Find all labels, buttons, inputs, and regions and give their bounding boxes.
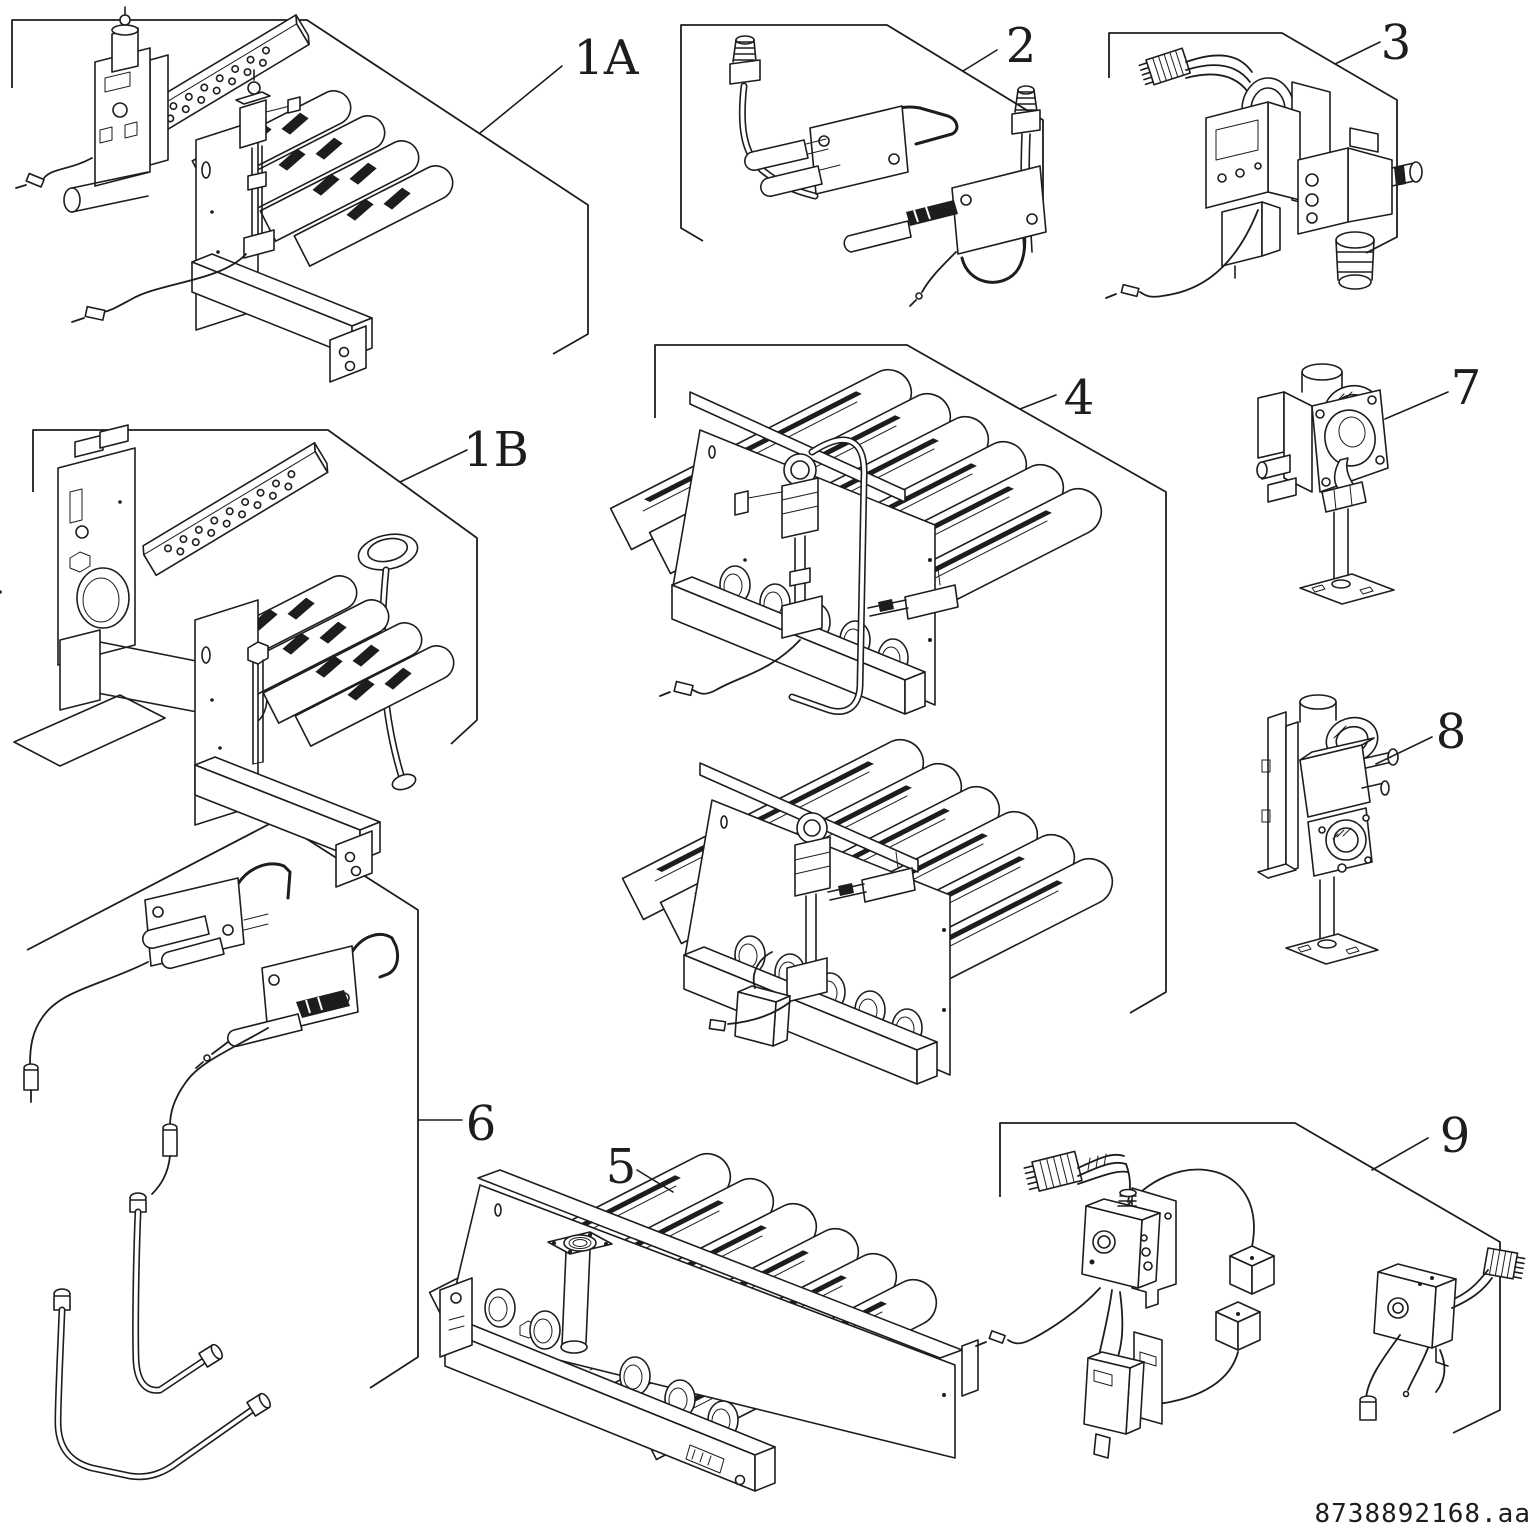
callout-leader-7 [1384, 391, 1449, 420]
group-9-frame [999, 1122, 1501, 1434]
part-1b-burner-group [194, 568, 461, 888]
callout-leader-1a [479, 65, 563, 134]
module-b [1373, 1263, 1457, 1367]
harness-connector-left-icon [1023, 1150, 1083, 1192]
part-7-gas-valve [1256, 363, 1395, 605]
group-6-frame [26, 819, 419, 1389]
group-1b-frame [32, 429, 478, 745]
callout-label-1a: 1A [573, 30, 640, 86]
callout-label-8: 8 [1436, 704, 1467, 760]
ignition-coil [1083, 1331, 1163, 1459]
callout-leader-3 [1334, 41, 1381, 65]
callouts: 1A 1B 2 3 4 5 6 7 8 9 [399, 15, 1482, 1195]
group-4-frame [654, 344, 1167, 1014]
cube-connector-1 [1229, 1245, 1275, 1295]
part-1b-burner-plain [13, 424, 461, 888]
part-2-pilot-burners [729, 35, 1047, 307]
part-2-gas-stud [729, 35, 819, 200]
callout-label-1b: 1B [463, 422, 529, 478]
part-6-pilot-set [23, 862, 400, 1481]
group-1a-frame [11, 19, 589, 355]
part-6-pilot-upper [23, 862, 292, 1103]
callout-label-9: 9 [1440, 1108, 1471, 1164]
part-1a-burner-group [71, 69, 460, 383]
part-6-pilot-tube-long [53, 1288, 272, 1481]
callout-leader-9 [1371, 1137, 1429, 1171]
part-6-pilot-lower [151, 933, 400, 1195]
callout-leader-8 [1375, 736, 1433, 765]
group-frames [11, 19, 1501, 1434]
callout-leader-4 [1019, 394, 1057, 410]
callout-label-4: 4 [1064, 370, 1095, 426]
callout-leader-5 [636, 1169, 674, 1193]
part-3-control-and-valve [1105, 47, 1423, 299]
part-4-burner-assemblies [0, 361, 1122, 1085]
part-1a-burner-with-pilot [15, 6, 460, 383]
callout-leader-1b [399, 449, 468, 483]
part-4-burner-lower [621, 731, 1122, 1085]
cube-connector-2 [1215, 1301, 1261, 1351]
part-4-burner-upper [0, 361, 1111, 715]
part-1a-pilot-carrier [15, 6, 310, 213]
callout-label-6: 6 [466, 1096, 497, 1152]
callout-label-5: 5 [606, 1139, 637, 1195]
callout-leader-2 [962, 49, 998, 72]
document-code: 8738892168.aa [1315, 1499, 1532, 1529]
harness-connector-right-icon [1482, 1247, 1526, 1280]
part-2-pilot-left [743, 105, 959, 198]
part-6-pilot-tube-short [129, 1192, 224, 1394]
part-9-electrical-set [975, 1150, 1526, 1459]
part-2-pilot-right [843, 85, 1047, 307]
callout-label-3: 3 [1381, 15, 1412, 71]
part-5-burner-assembly [428, 1145, 979, 1492]
callout-label-7: 7 [1451, 360, 1482, 416]
callout-label-2: 2 [1006, 18, 1037, 74]
part-8-gas-valve-alt [1257, 694, 1399, 965]
part-1b-pilot-plate [13, 424, 419, 791]
group-3-frame [1108, 32, 1398, 254]
harness-connector-icon [1138, 47, 1191, 86]
